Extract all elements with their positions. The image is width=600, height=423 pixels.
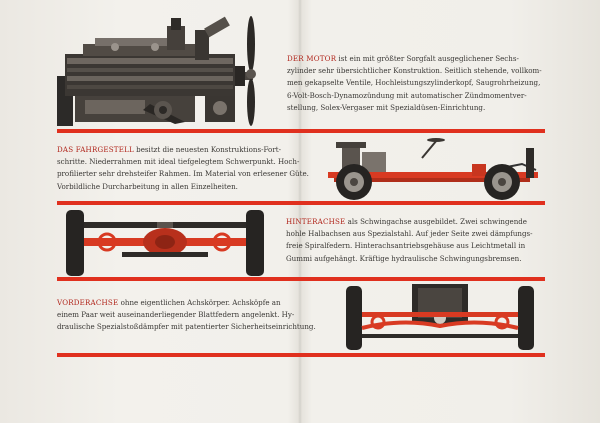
red-divider-3: [57, 277, 545, 281]
rear-axle-image: [66, 210, 264, 276]
vorderachse-line-3: draulische Spezialstoßdämpfer mit patent…: [57, 322, 316, 332]
hinterachse-paragraph: HINTERACHSE als Schwingachse ausgebildet…: [286, 216, 548, 265]
fahrgestell-paragraph: DAS FAHRGESTELL besitzt die neuesten Kon…: [57, 144, 317, 193]
red-divider-1: [57, 129, 545, 133]
hinterachse-line-2: hohle Halbachsen aus Spezialstahl. Auf j…: [286, 229, 533, 239]
fahrgestell-line-1: DAS FAHRGESTELL besitzt die neuesten Kon…: [57, 145, 281, 154]
motor-paragraph: DER MOTOR ist ein mit größter Sorgfalt a…: [287, 53, 547, 114]
motor-line-3: men gekapselte Ventile, Hochleistungszyl…: [287, 78, 541, 88]
front-axle-image: [346, 284, 534, 350]
fahrgestell-line-3: profilierter sehr drehsteifer Rahmen. Im…: [57, 169, 309, 179]
motor-line-4: 6-Volt-Bosch-Dynamozündung mit automatis…: [287, 90, 527, 100]
hinterachse-heading: HINTERACHSE: [286, 217, 346, 226]
hinterachse-line-1: HINTERACHSE als Schwingachse ausgebildet…: [286, 217, 528, 226]
hinterachse-line-3: freie Spiralfedern. Hinterachsantriebsge…: [286, 241, 526, 251]
vorderachse-heading: VORDERACHSE: [57, 298, 119, 307]
fahrgestell-line-2: schritte. Niederrahmen mit ideal tiefgel…: [57, 157, 300, 167]
fahrgestell-heading: DAS FAHRGESTELL: [57, 145, 134, 154]
fahrgestell-line-4: Vorbildliche Durcharbeitung in allen Ein…: [57, 181, 238, 191]
red-divider-4: [57, 353, 545, 357]
motor-heading: DER MOTOR: [287, 54, 337, 63]
vorderachse-line-2: einem Paar weit auseinanderliegender Bla…: [57, 310, 295, 320]
engine-image: [57, 16, 256, 126]
vorderachse-paragraph: VORDERACHSE ohne eigentlichen Achskörper…: [57, 297, 319, 334]
motor-line-2: zylinder sehr übersichtlicher Konstrukti…: [287, 66, 542, 76]
motor-line-1: DER MOTOR ist ein mit größter Sorgfalt a…: [287, 54, 519, 63]
vorderachse-line-1: VORDERACHSE ohne eigentlichen Achskörper…: [57, 298, 281, 307]
chassis-image: [328, 138, 538, 200]
motor-line-5: stellung, Solex-Vergaser mit Spezialdüse…: [287, 102, 486, 112]
hinterachse-line-4: Gummi aufgehängt. Kräftige hydraulische …: [286, 253, 522, 263]
page-fold: [298, 0, 302, 423]
red-divider-2: [57, 201, 545, 205]
